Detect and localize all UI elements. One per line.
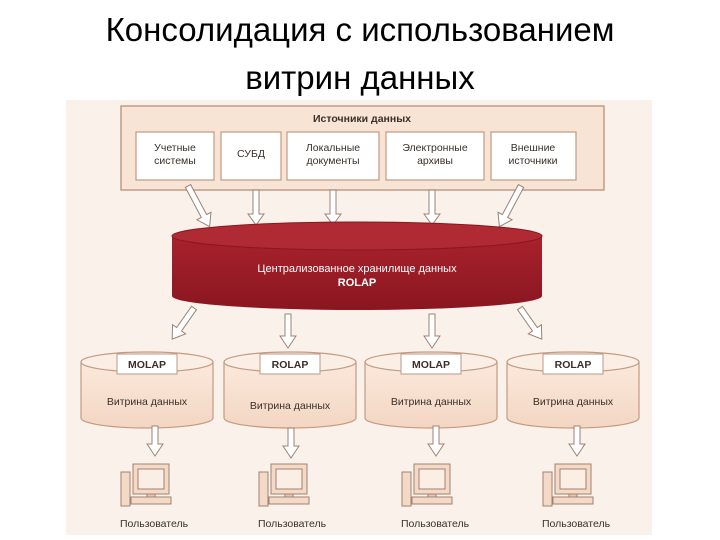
- computer-icon: [542, 463, 594, 507]
- arrow-mart-2-to-user: [282, 427, 300, 459]
- arrow-warehouse-to-mart-4: [516, 305, 543, 340]
- warehouse-label: Централизованное хранилище данных: [257, 263, 457, 275]
- svg-text:документы: документы: [306, 155, 359, 167]
- user-2: Пользователь: [258, 463, 327, 530]
- mart-1-label: Витрина данных: [107, 396, 188, 408]
- computer-icon: [258, 463, 310, 507]
- mart-2-type: ROLAP: [272, 359, 309, 371]
- user-4-label: Пользователь: [542, 518, 611, 530]
- svg-text:Локальные: Локальные: [306, 142, 360, 154]
- arrow-warehouse-to-mart-3: [423, 313, 441, 349]
- mart-3-label: Витрина данных: [391, 396, 472, 408]
- mart-3-type: MOLAP: [412, 359, 450, 371]
- arrow-mart-1-to-user: [146, 425, 164, 457]
- arrow-archives-to-warehouse: [423, 189, 441, 226]
- slide-title: Консолидация с использованием витрин дан…: [0, 6, 720, 102]
- user-1-label: Пользователь: [120, 518, 189, 530]
- data-mart-3: MOLAP Витрина данных: [364, 351, 498, 429]
- arrow-external-to-warehouse: [497, 183, 525, 228]
- svg-text:архивы: архивы: [417, 155, 453, 167]
- consolidation-diagram: Источники данных Учетные системы СУБД Ло…: [66, 100, 652, 535]
- arrow-dbms-to-warehouse: [247, 189, 265, 226]
- central-warehouse-cylinder: Централизованное хранилище данных ROLAP: [171, 221, 543, 310]
- source-box-local-documents: Локальные документы: [286, 131, 380, 181]
- computer-icon: [120, 463, 172, 507]
- user-4: Пользователь: [542, 463, 611, 530]
- warehouse-arrows: [171, 305, 543, 349]
- svg-text:СУБД: СУБД: [237, 148, 265, 160]
- arrow-warehouse-to-mart-2: [279, 313, 297, 349]
- source-box-external: Внешние источники: [490, 131, 577, 181]
- arrow-warehouse-to-mart-1: [171, 305, 198, 340]
- data-sources-panel: Источники данных Учетные системы СУБД Ло…: [120, 105, 605, 191]
- user-2-label: Пользователь: [258, 518, 327, 530]
- arrow-documents-to-warehouse: [324, 189, 342, 226]
- svg-text:Внешние: Внешние: [511, 142, 556, 154]
- mart-4-label: Витрина данных: [533, 396, 614, 408]
- title-line-1: Консолидация с использованием: [105, 11, 615, 48]
- arrow-mart-3-to-user: [427, 425, 445, 457]
- data-mart-4: ROLAP Витрина данных: [506, 351, 640, 429]
- data-mart-1: MOLAP Витрина данных: [80, 351, 214, 429]
- warehouse-type: ROLAP: [338, 277, 377, 289]
- mart-4-type: ROLAP: [555, 359, 592, 371]
- source-box-dbms: СУБД: [220, 131, 282, 181]
- svg-text:Учетные: Учетные: [154, 142, 196, 154]
- mart-user-arrows: [146, 425, 586, 459]
- source-arrows: [184, 183, 525, 228]
- data-sources-header: Источники данных: [313, 113, 411, 125]
- mart-2-label: Витрина данных: [250, 400, 331, 412]
- arrow-mart-4-to-user: [568, 425, 586, 457]
- title-line-2: витрин данных: [245, 59, 475, 96]
- svg-text:источники: источники: [508, 155, 557, 167]
- user-3-label: Пользователь: [401, 518, 470, 530]
- source-box-electronic-archives: Электронные архивы: [385, 131, 485, 181]
- data-mart-2: ROLAP Витрина данных: [223, 351, 357, 429]
- computer-icon: [401, 463, 453, 507]
- user-3: Пользователь: [401, 463, 470, 530]
- source-box-accounting: Учетные системы: [135, 131, 215, 181]
- user-1: Пользователь: [120, 463, 189, 530]
- svg-text:системы: системы: [154, 155, 196, 167]
- svg-text:Электронные: Электронные: [402, 142, 468, 154]
- arrow-accounting-to-warehouse: [184, 183, 212, 228]
- mart-1-type: MOLAP: [128, 359, 166, 371]
